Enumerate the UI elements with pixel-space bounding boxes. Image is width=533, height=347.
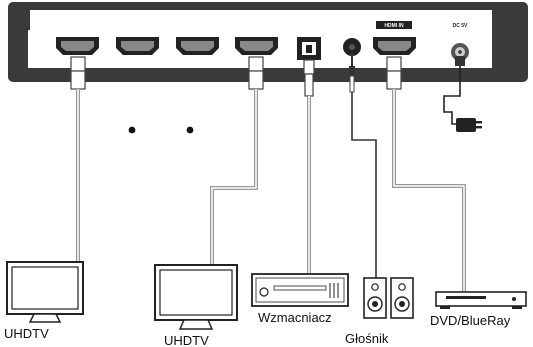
port-label-lr-out: L/R OUT bbox=[340, 23, 360, 29]
amplifier-icon bbox=[251, 273, 349, 307]
port-label-optical-out: OPTICAL OUT bbox=[292, 23, 326, 29]
hdmi-in-label-highlight bbox=[376, 21, 412, 29]
port-label-hdmi-in: HDMI IN bbox=[384, 23, 404, 29]
amplifier: Wzmacniacz bbox=[251, 273, 349, 325]
tv-icon bbox=[154, 264, 238, 330]
speaker-icon bbox=[363, 277, 387, 319]
device-label-amplifier: Wzmacniacz bbox=[258, 310, 332, 325]
cable-dc-5v bbox=[443, 56, 482, 132]
lr-out-jack bbox=[343, 38, 361, 56]
uhdtv-1: UHDTV bbox=[4, 261, 84, 341]
speakers: Głośnik bbox=[345, 277, 414, 346]
cable-hdmi-out-4 bbox=[70, 56, 86, 262]
port-label-hdmi-out-4: HDMI OUT 4 bbox=[64, 23, 93, 29]
hdmi-out-4-port bbox=[56, 37, 99, 55]
port-labels: HDMI OUT 4 HDMI OUT 3 HDMI OUT 2 HDMI OU… bbox=[64, 21, 468, 29]
hdmi-out-2-port bbox=[176, 37, 219, 55]
port-label-dc-5v: DC 5V bbox=[453, 23, 468, 29]
device-label-speaker: Głośnik bbox=[345, 331, 389, 346]
device-label-uhdtv-2: UHDTV bbox=[164, 333, 209, 347]
dvd-player-icon bbox=[435, 291, 527, 309]
ellipsis-dots bbox=[128, 126, 194, 134]
port-label-hdmi-out-2: HDMI OUT 2 bbox=[183, 23, 212, 29]
cables bbox=[70, 52, 482, 292]
cable-hdmi-in bbox=[386, 56, 466, 292]
port-label-hdmi-out-3: HDMI OUT 3 bbox=[123, 23, 152, 29]
optical-out-port bbox=[297, 37, 321, 60]
cable-hdmi-out-1 bbox=[210, 56, 264, 265]
hdmi-out-1-port bbox=[235, 37, 278, 55]
speaker-icon bbox=[390, 277, 414, 319]
dvd-player: DVD/BlueRay bbox=[430, 291, 527, 328]
cable-lr-out bbox=[349, 52, 377, 278]
device-label-dvd-blueray: DVD/BlueRay bbox=[430, 313, 511, 328]
device-label-uhdtv-1: UHDTV bbox=[4, 326, 49, 341]
tv-icon bbox=[6, 261, 84, 323]
port-label-hdmi-out-1: HDMI OUT 1 bbox=[242, 23, 271, 29]
cable-optical-out bbox=[303, 59, 315, 274]
power-adapter-icon bbox=[456, 118, 482, 132]
hdmi-out-3-port bbox=[116, 37, 159, 55]
uhdtv-2: UHDTV bbox=[154, 264, 238, 347]
hdmi-in-port bbox=[373, 37, 416, 55]
